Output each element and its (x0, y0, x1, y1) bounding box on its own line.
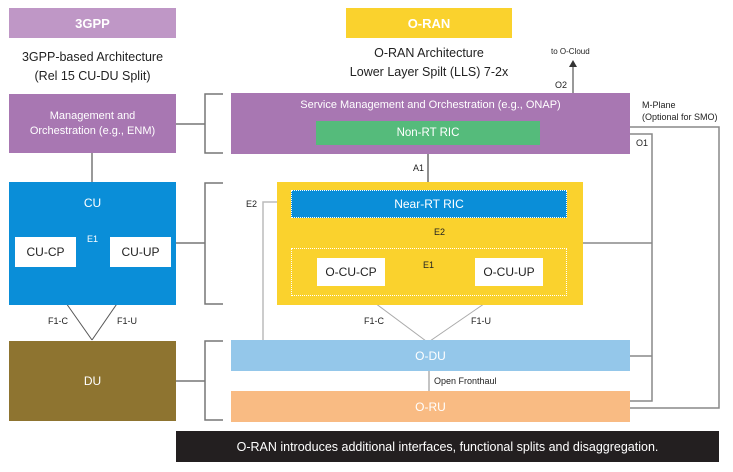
smo-label: Service Management and Orchestration (e.… (300, 99, 561, 111)
mgmt-line1: Management and (49, 109, 136, 122)
o2-arrowhead (569, 60, 577, 67)
mgmt-line2: Orchestration (e.g., ENM) (29, 124, 156, 137)
near-rt-ric-box[interactable]: Near-RT RIC (291, 190, 567, 218)
3gpp-header: 3GPP (9, 8, 176, 38)
mplane-line2: (Optional for SMO) (642, 112, 718, 122)
bracket-du (204, 340, 223, 421)
o1-line (630, 133, 653, 402)
bracket-cu (204, 182, 223, 305)
o-du-box[interactable]: O-DU (231, 340, 630, 371)
oran-subtitle-line1: O-RAN Architecture (374, 46, 484, 60)
management-orchestration-box[interactable]: Management and Orchestration (e.g., ENM) (9, 94, 176, 153)
mplane-line (630, 126, 720, 409)
smo-box[interactable]: Service Management and Orchestration (e.… (231, 93, 630, 154)
cu-up-box[interactable]: CU-UP (110, 237, 171, 267)
cu-e1-label: E1 (86, 234, 98, 244)
non-rt-ric-box[interactable]: Non-RT RIC (316, 121, 540, 145)
e2-outer-label: E2 (246, 199, 258, 209)
o-ru-box[interactable]: O-RU (231, 391, 630, 422)
mplane-label: M-Plane (Optional for SMO) (642, 99, 718, 123)
f1u-label-right: F1-U (471, 316, 491, 326)
cu-cp-box[interactable]: CU-CP (15, 237, 76, 267)
oran-subtitle: O-RAN Architecture Lower Layer Spilt (LL… (330, 44, 528, 82)
3gpp-subtitle: 3GPP-based Architecture (Rel 15 CU-DU Sp… (0, 48, 185, 86)
oran-header: O-RAN (346, 8, 512, 38)
du-box[interactable]: DU (9, 341, 176, 421)
f1c-label-left: F1-C (48, 316, 68, 326)
near-rt-ric-container: Near-RT RIC E2 O-CU-CP E1 O-CU-UP (277, 182, 583, 305)
a1-label: A1 (413, 163, 425, 173)
o-cu-up-box[interactable]: O-CU-UP (475, 258, 543, 286)
o2-label: O2 (555, 80, 568, 90)
o-cu-group: O-CU-CP E1 O-CU-UP (291, 248, 567, 296)
3gpp-subtitle-line2: (Rel 15 CU-DU Split) (34, 69, 151, 83)
cu-box[interactable]: CU E1 CU-CP CU-UP (9, 182, 176, 305)
o-cu-cp-box[interactable]: O-CU-CP (317, 258, 385, 286)
to-ocloud-label: to O-Cloud (551, 47, 590, 56)
f1u-label-left: F1-U (117, 316, 137, 326)
3gpp-subtitle-line1: 3GPP-based Architecture (21, 50, 164, 64)
mplane-line1: M-Plane (642, 100, 676, 110)
o1-label: O1 (636, 138, 649, 148)
f1c-label-right: F1-C (364, 316, 384, 326)
e2-internal-label: E2 (434, 227, 446, 237)
ocu-e1-label: E1 (423, 260, 435, 270)
oran-subtitle-line2: Lower Layer Spilt (LLS) 7-2x (349, 65, 509, 79)
open-fronthaul-label: Open Fronthaul (434, 376, 497, 386)
bracket-mgmt (204, 93, 223, 154)
cu-label: CU (83, 196, 102, 210)
footer-banner: O-RAN introduces additional interfaces, … (176, 431, 719, 462)
